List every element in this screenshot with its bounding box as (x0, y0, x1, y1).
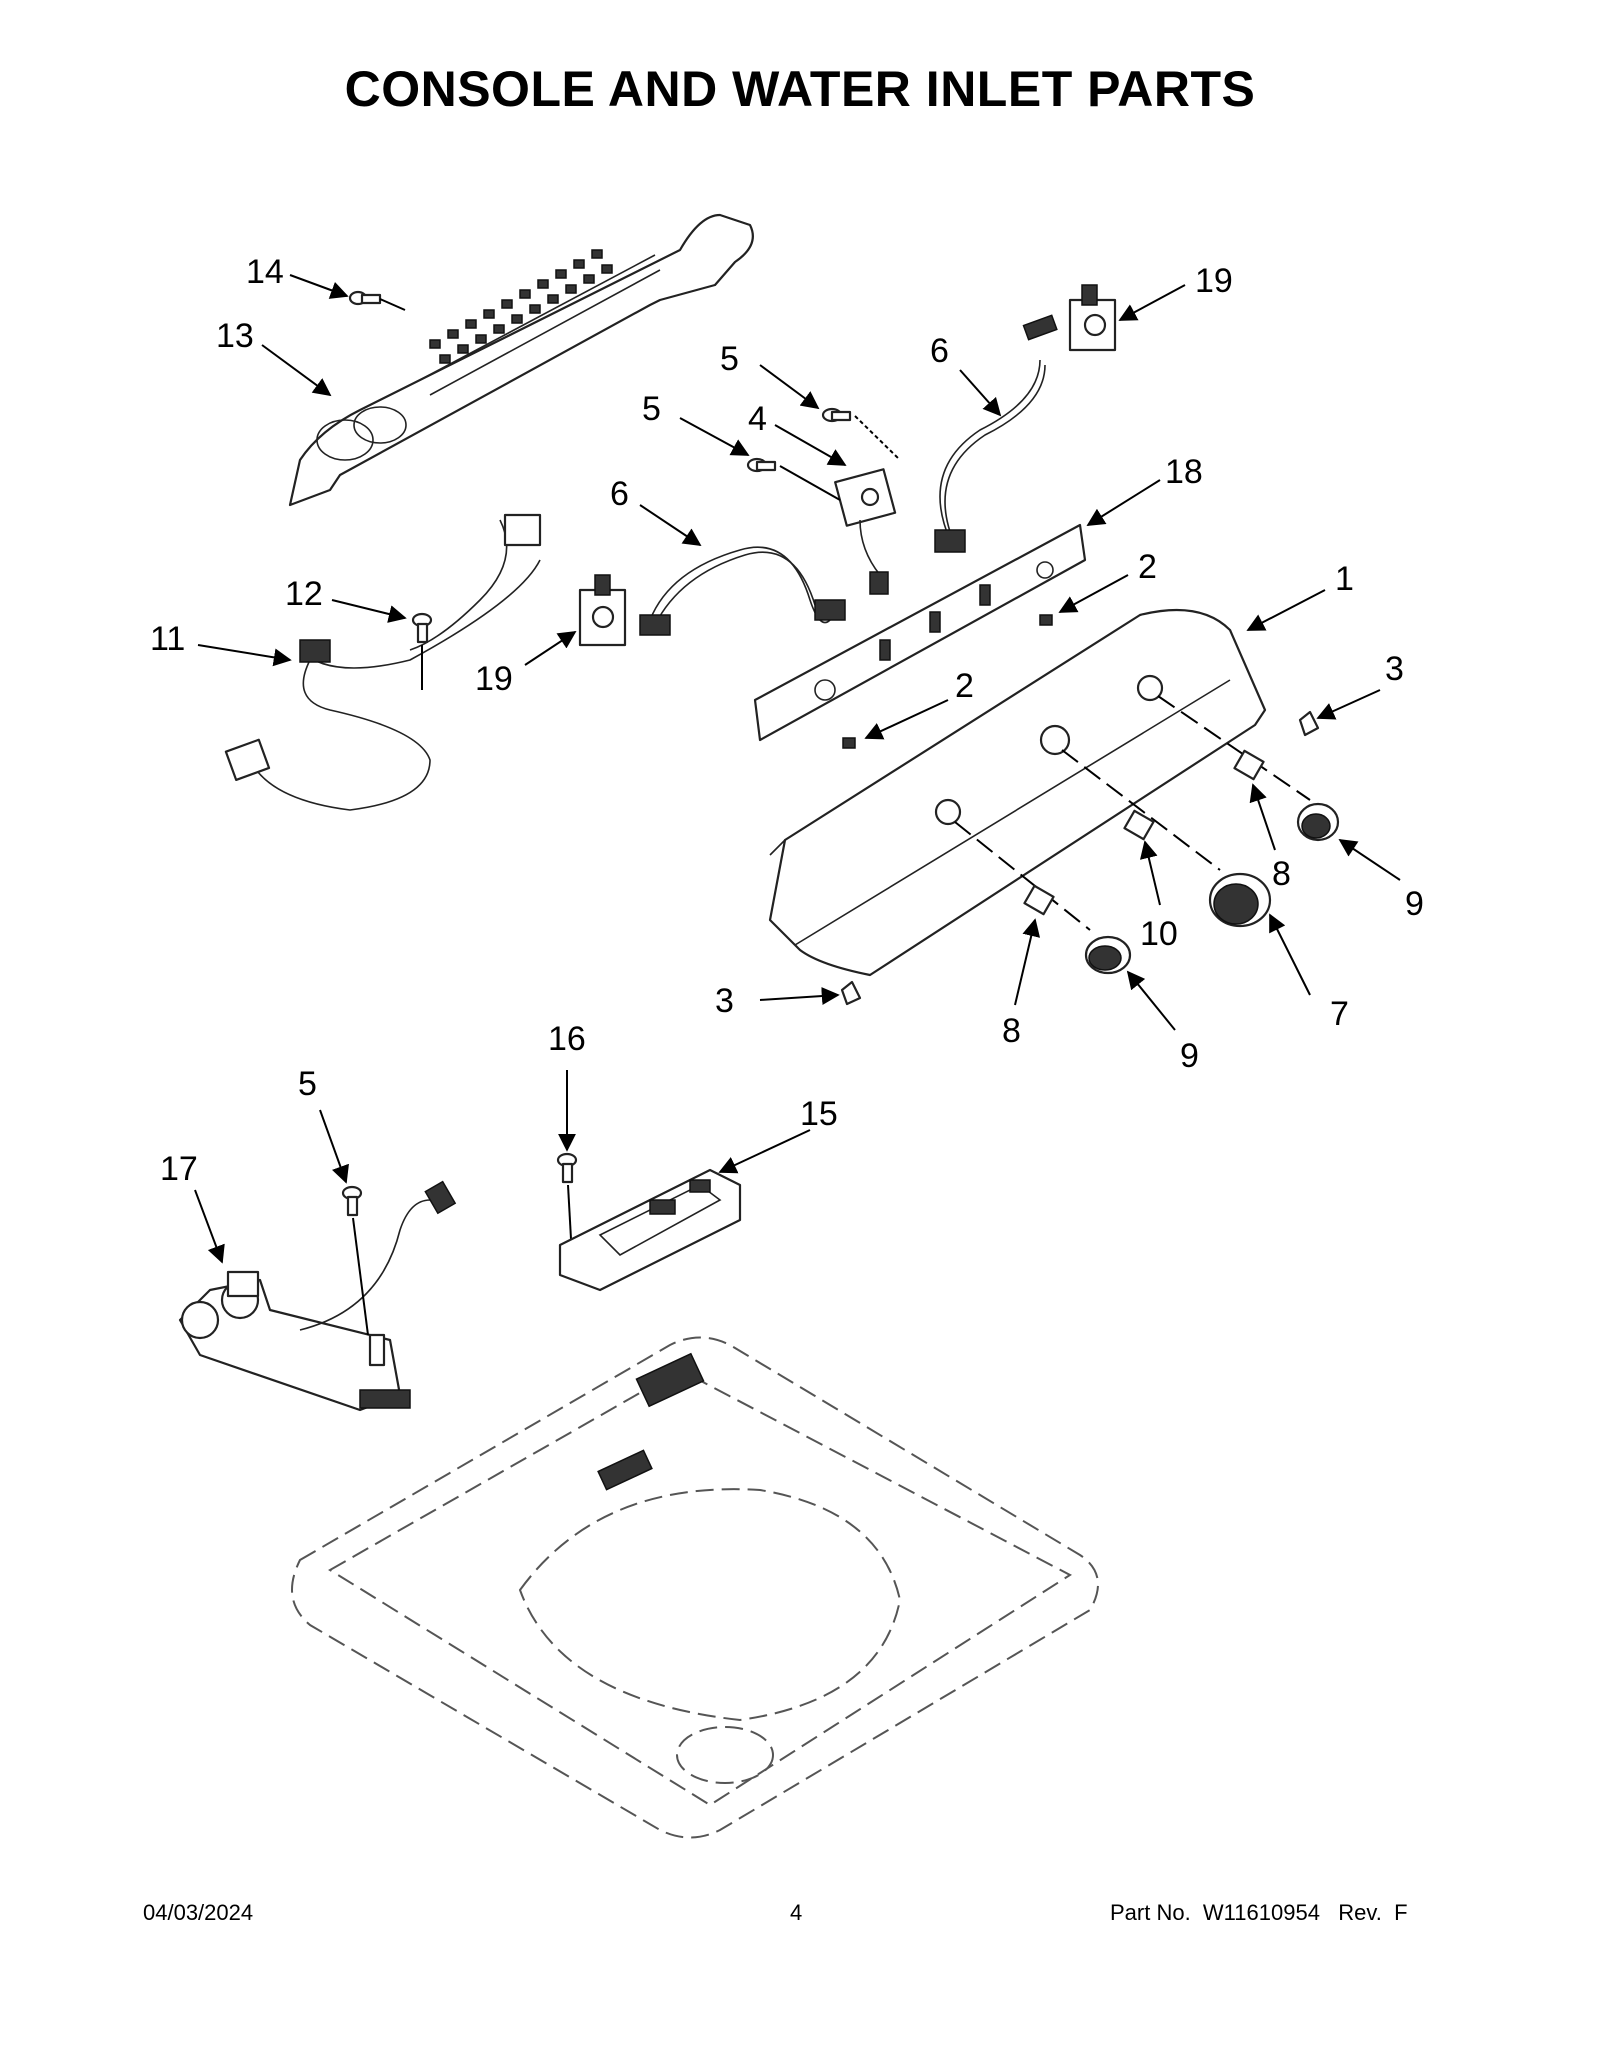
switch-19-right (1068, 284, 1117, 352)
clip-2-a (1039, 614, 1053, 626)
callout-6-left: 6 (610, 475, 629, 513)
callout-9-left: 9 (1180, 1037, 1199, 1075)
callout-15: 15 (800, 1095, 838, 1133)
callout-5-a: 5 (720, 340, 739, 378)
callout-2-left: 2 (955, 667, 974, 705)
clip-3-left (840, 980, 862, 1006)
page-title: CONSOLE AND WATER INLET PARTS (344, 61, 1256, 117)
wire-harness-6-right (934, 314, 1058, 553)
callout-6-right: 6 (930, 332, 949, 370)
callout-19-right: 19 (1195, 262, 1233, 300)
callout-5-c: 5 (298, 1065, 317, 1103)
callout-2-right: 2 (1138, 548, 1157, 586)
screw-12 (411, 612, 433, 690)
control-module-15 (558, 1168, 742, 1292)
screw-5-c (341, 1185, 369, 1336)
control-board-18 (753, 523, 1087, 742)
screw-5-a (821, 407, 901, 461)
console-1 (768, 608, 1267, 977)
bushing-8-left (1023, 884, 1055, 916)
washer-top-outline (291, 1336, 1099, 1839)
callout-3-right: 3 (1385, 650, 1404, 688)
knob-9-right (1296, 802, 1340, 842)
callout-7: 7 (1330, 995, 1349, 1033)
bushing-8-right (1233, 749, 1265, 781)
callout-14: 14 (246, 253, 284, 291)
switch-19-left (578, 574, 627, 647)
footer-date: 04/03/2024 (143, 1900, 254, 1925)
footer-part-number: Part No. W11610954 Rev. F (1110, 1900, 1408, 1925)
callout-1: 1 (1335, 560, 1354, 598)
callout-3-left: 3 (715, 982, 734, 1020)
wire-harness-6-left (639, 546, 846, 636)
power-cord (224, 513, 542, 811)
callout-8-left: 8 (1002, 1012, 1021, 1050)
callout-4: 4 (748, 400, 767, 438)
clip-3-right (1298, 710, 1320, 737)
screw-5-b (746, 457, 841, 501)
callout-10: 10 (1140, 915, 1178, 953)
clip-2-b (842, 737, 856, 749)
knob-9-left (1084, 935, 1132, 975)
callout-13: 13 (216, 317, 254, 355)
callout-8-right: 8 (1272, 855, 1291, 893)
callout-11: 11 (150, 620, 185, 658)
callout-12: 12 (285, 575, 323, 613)
console-back-panel (288, 213, 754, 507)
callout-18: 18 (1165, 453, 1203, 491)
screw-14 (348, 290, 382, 306)
callout-5-b: 5 (642, 390, 661, 428)
callout-16: 16 (548, 1020, 586, 1058)
bushing-10 (1123, 809, 1155, 841)
panel-vent-holes (429, 249, 613, 364)
callout-9-right: 9 (1405, 885, 1424, 923)
callout-17: 17 (160, 1150, 198, 1188)
sensor-4 (834, 468, 897, 595)
water-valve-17 (178, 1180, 457, 1412)
knob-7 (1208, 872, 1272, 928)
footer-page-number: 4 (790, 1900, 803, 1925)
callout-19-left: 19 (475, 660, 513, 698)
